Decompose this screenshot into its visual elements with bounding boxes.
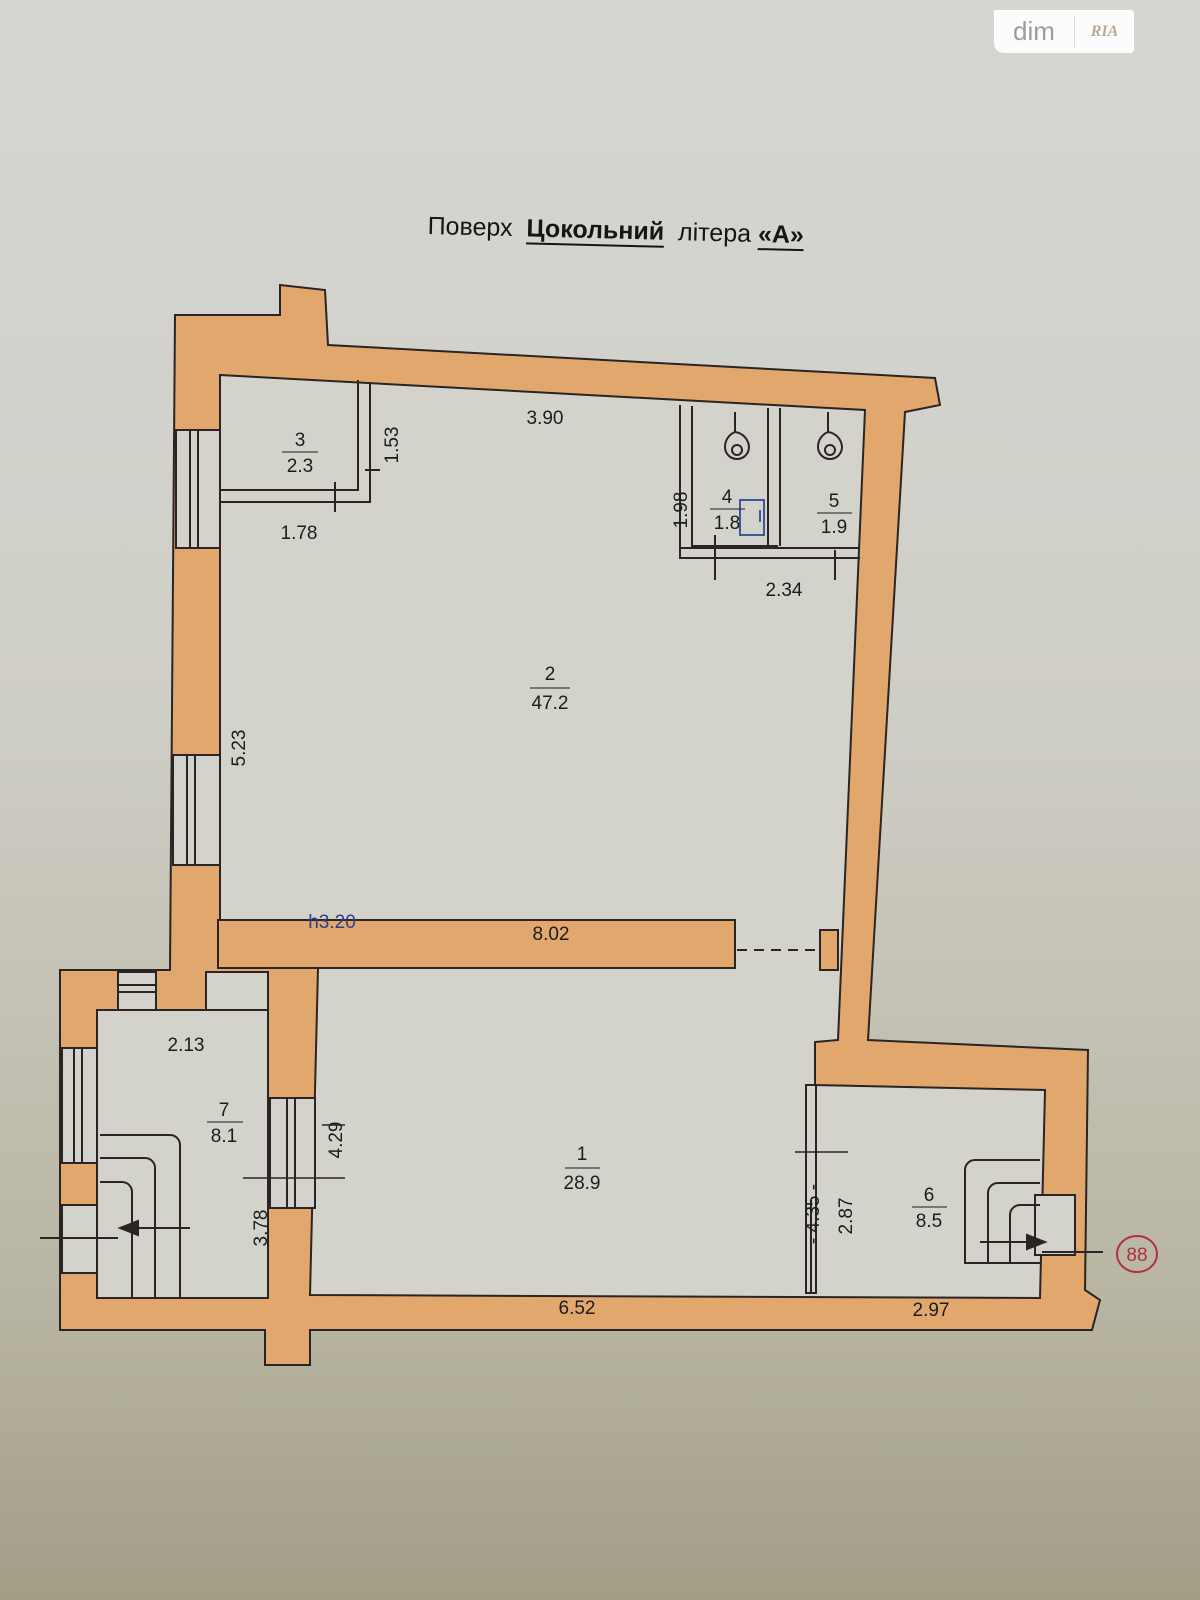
room-label-4: 41.8: [710, 487, 745, 534]
room-label-1: 128.9: [564, 1144, 601, 1194]
svg-text:3: 3: [295, 430, 306, 451]
title-floor: Цокольний: [526, 214, 665, 246]
watermark-brand: dim: [994, 16, 1075, 47]
window: [61, 971, 1076, 1274]
watermark-ria: RIA: [1090, 22, 1119, 40]
dim-label: - 4.35 -: [803, 1184, 824, 1244]
ceiling-height: h3.20: [308, 912, 356, 933]
dim-label: 2.97: [913, 1300, 950, 1321]
title-mid: літера: [677, 218, 752, 248]
marker-circle: 88: [1116, 1235, 1158, 1273]
svg-text:6: 6: [924, 1185, 935, 1206]
room-label-3: 32.3: [282, 430, 318, 477]
svg-text:1: 1: [577, 1144, 588, 1165]
room-label-5: 51.9: [817, 491, 852, 538]
svg-text:4: 4: [722, 487, 733, 508]
dimension-ticks: [243, 1124, 848, 1179]
interior-wall: [217, 919, 736, 969]
dim-label: 2.87: [836, 1198, 857, 1235]
dim-label: 2.13: [168, 1035, 205, 1056]
room-label-7: 78.1: [207, 1100, 243, 1147]
svg-text:5: 5: [829, 491, 840, 512]
svg-text:2: 2: [545, 664, 556, 685]
svg-text:8.5: 8.5: [916, 1211, 942, 1232]
svg-text:1.9: 1.9: [821, 517, 847, 538]
svg-text:28.9: 28.9: [564, 1173, 601, 1194]
window: [175, 429, 221, 549]
stairs-room-7: [40, 1134, 190, 1298]
toilet-icon: [723, 412, 751, 460]
toilet-icon: [816, 412, 844, 460]
title-prefix: Поверх: [427, 212, 513, 243]
watermark-logo: dim RIA: [994, 10, 1134, 53]
title-letter: «А»: [757, 220, 805, 250]
room-label-6: 68.5: [912, 1185, 947, 1232]
svg-text:47.2: 47.2: [532, 693, 569, 714]
toilet-partitions: [679, 405, 860, 580]
room-label-2: 247.2: [530, 664, 570, 714]
svg-text:1.8: 1.8: [714, 513, 740, 534]
dim-label: 8.02: [533, 924, 570, 945]
room-3-partition: [220, 380, 380, 512]
svg-text:7: 7: [219, 1100, 230, 1121]
dim-label: 6.52: [559, 1298, 596, 1319]
dim-label: 3.90: [527, 408, 564, 429]
dim-label: 1.53: [382, 427, 403, 464]
interior-wall-stub: [819, 929, 839, 971]
dim-label: 4.29: [326, 1122, 347, 1159]
stairs-room-6: [964, 1159, 1103, 1264]
svg-text:88: 88: [1126, 1245, 1147, 1266]
dim-label: 5.23: [229, 730, 250, 767]
window: [172, 754, 221, 866]
dim-label: 2.34: [766, 580, 803, 601]
room-interior-main: [219, 373, 1047, 1300]
dim-label: 3.78: [251, 1210, 272, 1247]
dim-label: 1.98: [671, 492, 692, 529]
room-7-interior: [96, 1009, 269, 1299]
partition: [805, 1084, 817, 1294]
svg-text:2.3: 2.3: [287, 456, 313, 477]
dim-label: 1.78: [281, 523, 318, 544]
svg-text:8.1: 8.1: [211, 1126, 237, 1147]
